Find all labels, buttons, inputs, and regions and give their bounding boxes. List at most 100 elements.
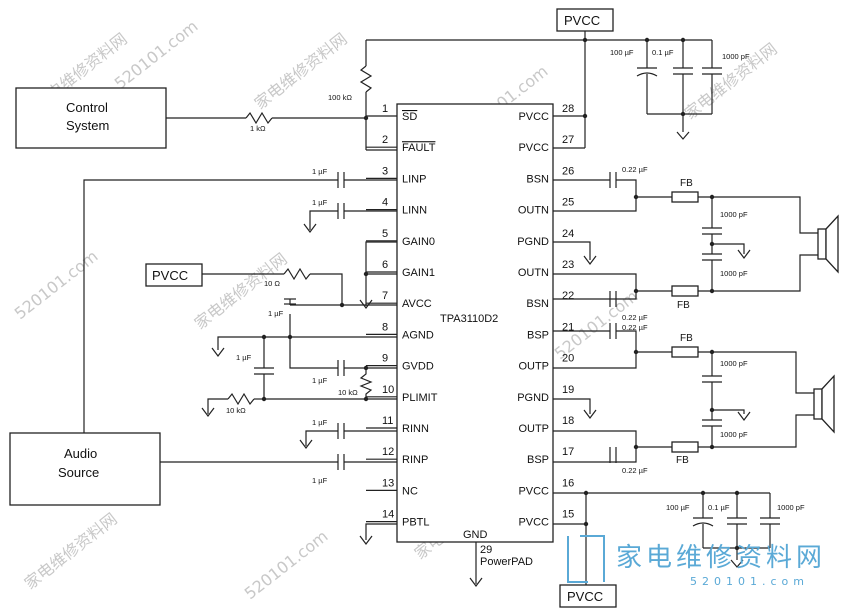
pin-name-13: NC xyxy=(402,485,418,497)
watermark-text: 家电维修资料网 xyxy=(191,249,291,333)
pin-name-22: BSN xyxy=(526,298,549,310)
pin-num-25: 25 xyxy=(562,197,574,209)
pin-num-20: 20 xyxy=(562,353,574,365)
pin-num-12: 12 xyxy=(382,446,394,458)
pin-num-24: 24 xyxy=(562,228,574,240)
pin-num-7: 7 xyxy=(382,290,388,302)
c-1u-agnd: 1 µF xyxy=(236,353,252,362)
pin-num-23: 23 xyxy=(562,259,574,271)
ferrite-bead xyxy=(671,441,699,453)
pin-num-9: 9 xyxy=(382,353,388,365)
pvcc-bottom-label: PVCC xyxy=(567,589,603,604)
watermark-text: 家电维修资料网 xyxy=(21,509,121,593)
pin-num-22: 22 xyxy=(562,290,574,302)
pin-name-21: BSP xyxy=(527,329,549,341)
pin-name-19: PGND xyxy=(517,392,549,404)
pin-num-3: 3 xyxy=(382,165,388,177)
c-1u-gvdd: 1 µF xyxy=(312,376,328,385)
c-022u-21: 0.22 µF xyxy=(622,323,648,332)
c-01u-top: 0.1 µF xyxy=(652,48,674,57)
resistor-10k-gvdd xyxy=(359,368,373,399)
pin-name-6: GAIN1 xyxy=(402,267,435,279)
pin-num-2: 2 xyxy=(382,134,388,146)
watermark-logo: 家电维修资料网 520101.com xyxy=(567,535,826,588)
input-caps: 1 µF 1 µF 1 µF 1 µF xyxy=(299,167,397,485)
fb-label: FB xyxy=(677,300,690,311)
c-1000p-out2a: 1000 pF xyxy=(720,359,748,368)
c-1u-avcc: 1 µF xyxy=(268,309,284,318)
ic-body xyxy=(396,103,554,543)
pin-name-16: PVCC xyxy=(518,485,549,497)
c-1000p-bot: 1000 pF xyxy=(777,503,805,512)
pin-num-11: 11 xyxy=(382,415,393,427)
ferrite-bead xyxy=(671,346,699,358)
pin-name-3: LINP xyxy=(402,173,426,185)
c-1u-linn: 1 µF xyxy=(312,198,328,207)
speaker-1-coil xyxy=(817,228,827,260)
pin-name-10: PLIMIT xyxy=(402,392,438,404)
c-022u-22: 0.22 µF xyxy=(622,313,648,322)
pin-num-4: 4 xyxy=(382,197,388,209)
pin-num-16: 16 xyxy=(562,477,574,489)
resistor-10k-plimit xyxy=(227,392,255,406)
r-100k-value: 100 kΩ xyxy=(328,93,352,102)
pin-num-18: 18 xyxy=(562,415,574,427)
c-022u-26: 0.22 µF xyxy=(622,165,648,174)
pin-name-23: OUTN xyxy=(518,267,549,279)
watermark-text: 520101.com xyxy=(241,526,332,603)
pin-name-15: PVCC xyxy=(518,517,549,529)
pvcc-top-label: PVCC xyxy=(564,13,600,28)
audio-source-block xyxy=(9,432,161,506)
pvcc-left-label: PVCC xyxy=(152,268,188,283)
pin-num-15: 15 xyxy=(562,509,574,521)
fb-label: FB xyxy=(680,178,693,189)
top-decoupling-caps: 100 µF 0.1 µF 1000 pF xyxy=(610,37,750,140)
pin-name-20: OUTP xyxy=(518,361,549,373)
c-022u-17: 0.22 µF xyxy=(622,466,648,475)
right-pins: 28PVCC27PVCC26BSN25OUTN24PGND23OUTN22BSN… xyxy=(517,103,574,529)
r-10-value: 10 Ω xyxy=(264,279,280,288)
pin-name-2: FAULT xyxy=(402,142,436,154)
pin-name-14: PBTL xyxy=(402,517,430,529)
fb-label: FB xyxy=(680,333,693,344)
ferrite-bead xyxy=(671,191,699,203)
pvcc-bottom-box xyxy=(559,584,617,608)
r-1k-value: 1 kΩ xyxy=(250,124,266,133)
c-100u-top: 100 µF xyxy=(610,48,634,57)
c-1u-rinn: 1 µF xyxy=(312,418,328,427)
pin-name-18: OUTP xyxy=(518,423,549,435)
control-system-block xyxy=(15,87,167,149)
resistor-1k xyxy=(245,111,273,125)
pin-name-11: RINN xyxy=(402,423,429,435)
pin-num-26: 26 xyxy=(562,165,574,177)
pvcc-left-box xyxy=(145,263,203,287)
c-1u-rinp: 1 µF xyxy=(312,476,328,485)
left-pins: 1SD2FAULT3LINP4LINN5GAIN06GAIN17AVCC8AGN… xyxy=(366,103,438,529)
pin-num-28: 28 xyxy=(562,103,574,115)
pin-num-27: 27 xyxy=(562,134,574,146)
control-system-label-2: System xyxy=(66,118,109,133)
watermark-logo-text: 家电维修资料网 xyxy=(616,543,826,573)
output-stage-1: 0.22 µF FB 1000 pF 1000 pF FB 0.22 µF xyxy=(553,165,839,322)
pin-num-13: 13 xyxy=(382,477,394,489)
pin-name-9: GVDD xyxy=(402,361,434,373)
watermark-logo-url: 520101.com xyxy=(690,575,809,588)
resistor-100k xyxy=(359,65,373,93)
pin-num-8: 8 xyxy=(382,321,388,333)
pin-name-12: RINP xyxy=(402,454,428,466)
ic-part-number: TPA3110D2 xyxy=(440,313,498,325)
audio-source-label-2: Source xyxy=(58,465,99,480)
c-1000p-top: 1000 pF xyxy=(722,52,750,61)
r-10k-plimit: 10 kΩ xyxy=(226,406,246,415)
c-1u-linp: 1 µF xyxy=(312,167,328,176)
c-100u-bot: 100 µF xyxy=(666,503,690,512)
pin-name-8: AGND xyxy=(402,329,434,341)
pin-name-4: LINN xyxy=(402,205,427,217)
pin-name-24: PGND xyxy=(517,236,549,248)
c-1000p-out1a: 1000 pF xyxy=(720,210,748,219)
output-stage-2: 0.22 µF FB 1000 pF 1000 pF FB 0.22 µF xyxy=(553,323,835,475)
watermark-text: 520101.com xyxy=(11,246,102,323)
control-system-label-1: Control xyxy=(66,100,108,115)
bottom-decoupling-caps: 100 µF 0.1 µF 1000 pF xyxy=(666,490,805,568)
